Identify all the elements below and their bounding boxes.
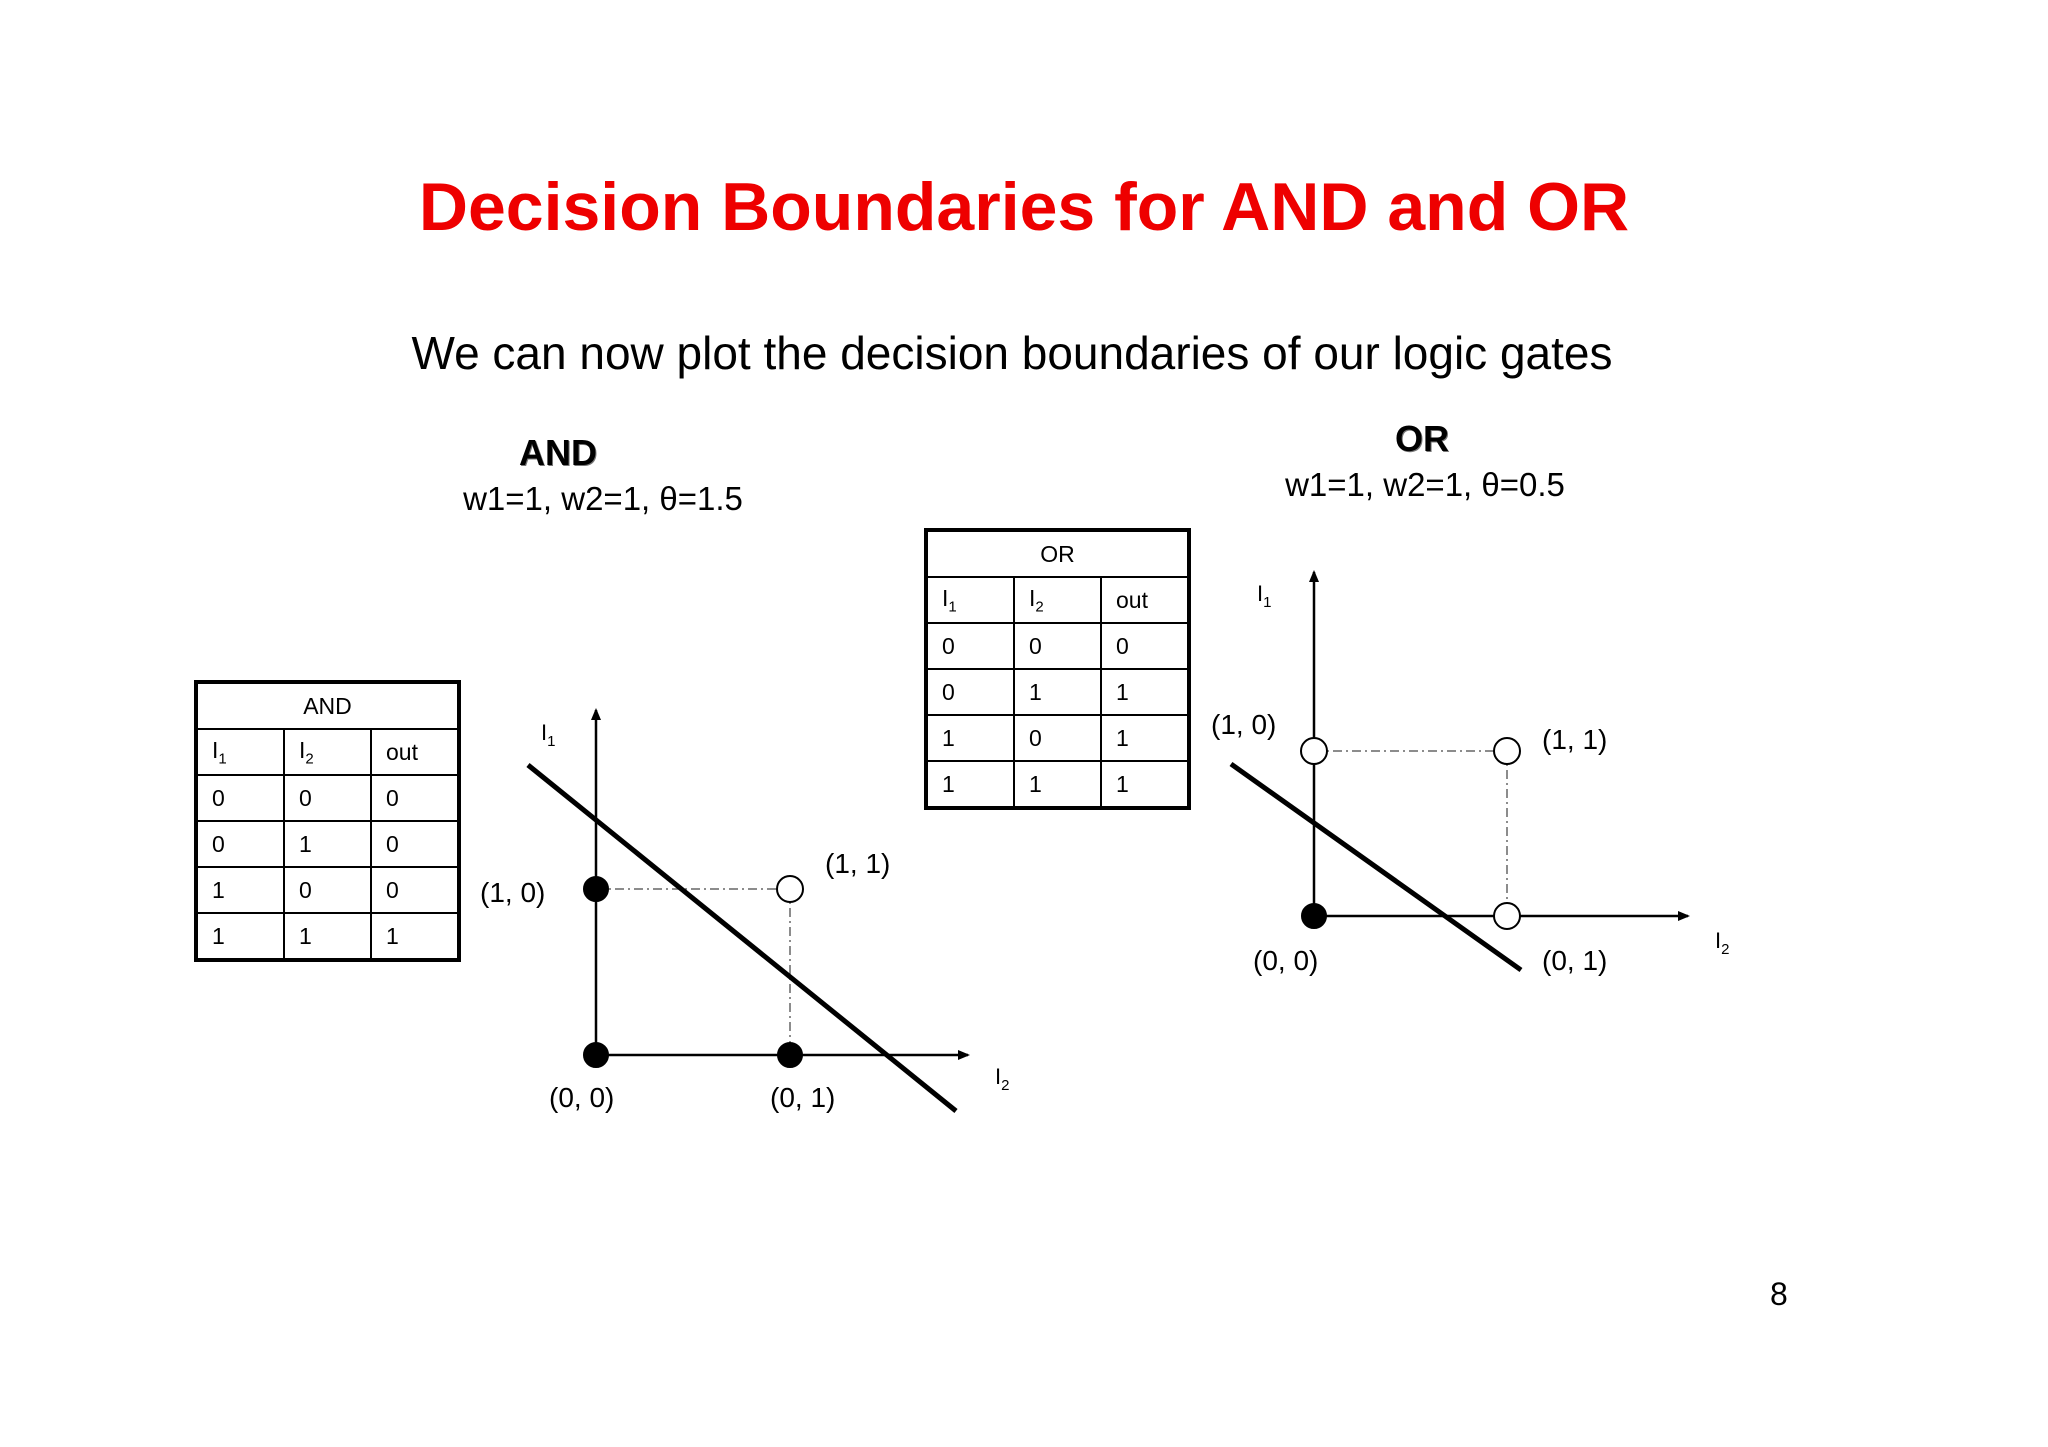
- and-point-label-0-1: (0, 1): [770, 1082, 835, 1113]
- and-y-axis-label: I1: [541, 720, 555, 750]
- or-heading: OR: [1395, 418, 1449, 459]
- or-header-out: out: [1100, 576, 1190, 624]
- table-cell: 1: [195, 912, 285, 961]
- table-cell: 0: [195, 820, 285, 868]
- table-cell: 0: [283, 866, 372, 914]
- table-cell: 1: [925, 714, 1015, 762]
- table-cell: 1: [1100, 760, 1190, 809]
- table-cell: 1: [1100, 668, 1190, 716]
- and-header-i2: I2: [283, 728, 372, 776]
- and-point-0-0: [583, 1042, 609, 1068]
- or-y-axis-label: I1: [1257, 581, 1271, 611]
- and-point-1-1: [776, 875, 804, 903]
- and-heading: AND: [519, 432, 597, 473]
- and-header-i1: I1: [195, 728, 285, 776]
- table-cell: 0: [925, 622, 1015, 670]
- or-plot: I1 I2 (0, 0) (0, 1) (1, 0) (1, 1): [1211, 570, 1729, 976]
- table-cell: 1: [925, 760, 1015, 809]
- and-table-caption: AND: [195, 681, 460, 730]
- table-row: 1 0 0: [195, 866, 460, 914]
- table-cell: 0: [370, 774, 460, 822]
- or-point-label-1-0: (1, 0): [1211, 709, 1276, 740]
- slide-title: Decision Boundaries for AND and OR: [418, 169, 1630, 245]
- and-params: w1=1, w2=1, θ=1.5: [463, 480, 743, 517]
- table-cell: 1: [283, 820, 372, 868]
- table-cell: 0: [925, 668, 1015, 716]
- table-cell: 0: [1013, 622, 1102, 670]
- or-point-0-1: [1493, 902, 1521, 930]
- or-decision-boundary: [1229, 761, 1523, 973]
- and-header-out: out: [370, 728, 460, 776]
- table-row: 1 0 1: [925, 714, 1190, 762]
- or-table-caption: OR: [925, 529, 1190, 578]
- table-cell: 1: [1013, 760, 1102, 809]
- or-point-label-1-1: (1, 1): [1542, 724, 1607, 755]
- and-x-axis-label: I2: [995, 1064, 1009, 1094]
- table-row: 1 1 1: [195, 912, 460, 961]
- table-cell: 0: [283, 774, 372, 822]
- table-cell: 0: [1100, 622, 1190, 670]
- and-point-label-0-0: (0, 0): [549, 1082, 614, 1113]
- table-row: 1 1 1: [925, 760, 1190, 809]
- or-point-1-0: [1300, 737, 1328, 765]
- table-row: 0 1 0: [195, 820, 460, 868]
- and-point-label-1-0: (1, 0): [480, 877, 545, 908]
- or-point-1-1: [1493, 737, 1521, 765]
- table-cell: 0: [1013, 714, 1102, 762]
- table-cell: 0: [370, 866, 460, 914]
- and-truth-table: AND I1 I2 out 0 0 0 0 1 0 1 0 0 1 1 1: [194, 680, 461, 962]
- or-point-0-0: [1301, 903, 1327, 929]
- or-x-axis-label: I2: [1715, 928, 1729, 958]
- and-plot: I1 I2 (0, 0) (0, 1) (1, 0) (1, 1): [480, 708, 1009, 1113]
- or-params: w1=1, w2=1, θ=0.5: [1285, 466, 1565, 503]
- table-row: 0 1 1: [925, 668, 1190, 716]
- table-cell: 1: [1100, 714, 1190, 762]
- table-cell: 1: [283, 912, 372, 961]
- table-cell: 1: [195, 866, 285, 914]
- and-table-header-row: I1 I2 out: [195, 728, 460, 776]
- and-decision-boundary: [526, 763, 958, 1113]
- or-point-label-0-1: (0, 1): [1542, 945, 1607, 976]
- slide-subtitle: We can now plot the decision boundaries …: [411, 327, 1613, 379]
- table-row: 0 0 0: [925, 622, 1190, 670]
- or-header-i1: I1: [925, 576, 1015, 624]
- or-point-label-0-0: (0, 0): [1253, 945, 1318, 976]
- or-truth-table: OR I1 I2 out 0 0 0 0 1 1 1 0 1 1 1 1: [924, 528, 1191, 810]
- table-cell: 0: [370, 820, 460, 868]
- or-table-header-row: I1 I2 out: [925, 576, 1190, 624]
- and-point-1-0: [583, 876, 609, 902]
- table-cell: 1: [370, 912, 460, 961]
- and-point-label-1-1: (1, 1): [825, 848, 890, 879]
- table-cell: 0: [195, 774, 285, 822]
- table-row: 0 0 0: [195, 774, 460, 822]
- page-number: 8: [1770, 1276, 1788, 1312]
- and-point-0-1: [777, 1042, 803, 1068]
- table-cell: 1: [1013, 668, 1102, 716]
- or-header-i2: I2: [1013, 576, 1102, 624]
